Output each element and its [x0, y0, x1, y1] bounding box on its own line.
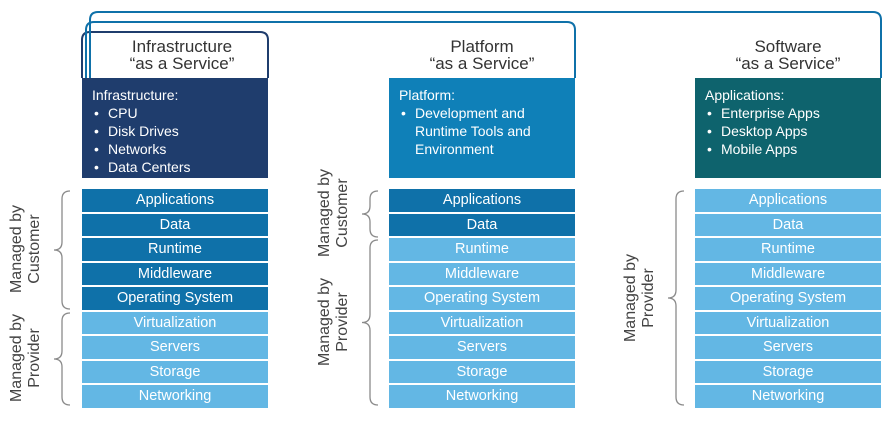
- list-item: Development and Runtime Tools and Enviro…: [399, 104, 565, 158]
- saas-title-line2: “as a Service”: [735, 54, 841, 73]
- saas-header-box: Applications: Enterprise Apps Desktop Ap…: [695, 78, 881, 178]
- saas-provider-brace: [667, 190, 685, 406]
- iaas-layer-servers: Servers: [82, 336, 268, 359]
- iaas-title-line1: Infrastructure: [131, 37, 233, 56]
- paas-header-label: Platform:: [399, 87, 456, 103]
- saas-header-list: Enterprise Apps Desktop Apps Mobile Apps: [705, 104, 871, 158]
- paas-layer-operating-system: Operating System: [389, 287, 575, 310]
- saas-layer-stack: Applications Data Runtime Middleware Ope…: [695, 189, 881, 408]
- saas-layer-virtualization: Virtualization: [695, 311, 881, 334]
- list-item: Mobile Apps: [705, 140, 871, 158]
- paas-layer-networking: Networking: [389, 385, 575, 408]
- paas-title: Platform “as a Service”: [389, 38, 575, 72]
- iaas-layer-data: Data: [82, 213, 268, 236]
- paas-layer-data: Data: [389, 213, 575, 236]
- iaas-outline: [81, 31, 269, 78]
- iaas-layer-networking: Networking: [82, 385, 268, 408]
- paas-layer-virtualization: Virtualization: [389, 311, 575, 334]
- iaas-layer-storage: Storage: [82, 360, 268, 383]
- paas-title-line2: “as a Service”: [429, 54, 535, 73]
- iaas-layer-applications: Applications: [82, 189, 268, 212]
- paas-layer-applications: Applications: [389, 189, 575, 212]
- saas-layer-runtime: Runtime: [695, 238, 881, 261]
- paas-outline: [85, 21, 576, 78]
- iaas-header-list: CPU Disk Drives Networks Data Centers: [92, 104, 258, 176]
- iaas-provider-brace: [53, 312, 71, 406]
- iaas-layer-virtualization: Virtualization: [82, 311, 268, 334]
- saas-layer-servers: Servers: [695, 336, 881, 359]
- iaas-layer-stack: Applications Data Runtime Middleware Ope…: [82, 189, 268, 408]
- iaas-header-label: Infrastructure:: [92, 87, 179, 103]
- iaas-header-box: Infrastructure: CPU Disk Drives Networks…: [82, 78, 268, 178]
- saas-layer-applications: Applications: [695, 189, 881, 212]
- saas-layer-middleware: Middleware: [695, 262, 881, 285]
- iaas-provider-brace-label: Managed by Provider: [8, 313, 43, 403]
- list-item: Data Centers: [92, 158, 258, 176]
- paas-provider-brace: [361, 239, 379, 406]
- saas-header-label: Applications:: [705, 87, 785, 103]
- saas-outline: [89, 11, 882, 78]
- saas-provider-brace-label: Managed by Provider: [622, 253, 657, 343]
- paas-layer-runtime: Runtime: [389, 238, 575, 261]
- paas-title-line1: Platform: [450, 37, 514, 56]
- paas-layer-servers: Servers: [389, 336, 575, 359]
- iaas-layer-runtime: Runtime: [82, 238, 268, 261]
- saas-layer-data: Data: [695, 213, 881, 236]
- list-item: Disk Drives: [92, 122, 258, 140]
- saas-layer-networking: Networking: [695, 385, 881, 408]
- saas-title-line1: Software: [754, 37, 822, 56]
- paas-layer-middleware: Middleware: [389, 262, 575, 285]
- paas-provider-brace-label: Managed by Provider: [316, 277, 351, 367]
- list-item: Desktop Apps: [705, 122, 871, 140]
- saas-layer-storage: Storage: [695, 360, 881, 383]
- paas-layer-stack: Applications Data Runtime Middleware Ope…: [389, 189, 575, 408]
- iaas-title-line2: “as a Service”: [129, 54, 235, 73]
- saas-title: Software “as a Service”: [695, 38, 881, 72]
- iaas-layer-middleware: Middleware: [82, 262, 268, 285]
- list-item: CPU: [92, 104, 258, 122]
- paas-header-list: Development and Runtime Tools and Enviro…: [399, 104, 565, 158]
- iaas-title: Infrastructure “as a Service”: [82, 38, 282, 72]
- paas-customer-brace: [361, 190, 379, 238]
- iaas-layer-operating-system: Operating System: [82, 287, 268, 310]
- list-item: Networks: [92, 140, 258, 158]
- paas-header-box: Platform: Development and Runtime Tools …: [389, 78, 575, 178]
- saas-layer-operating-system: Operating System: [695, 287, 881, 310]
- paas-layer-storage: Storage: [389, 360, 575, 383]
- iaas-customer-brace: [53, 190, 71, 310]
- list-item: Enterprise Apps: [705, 104, 871, 122]
